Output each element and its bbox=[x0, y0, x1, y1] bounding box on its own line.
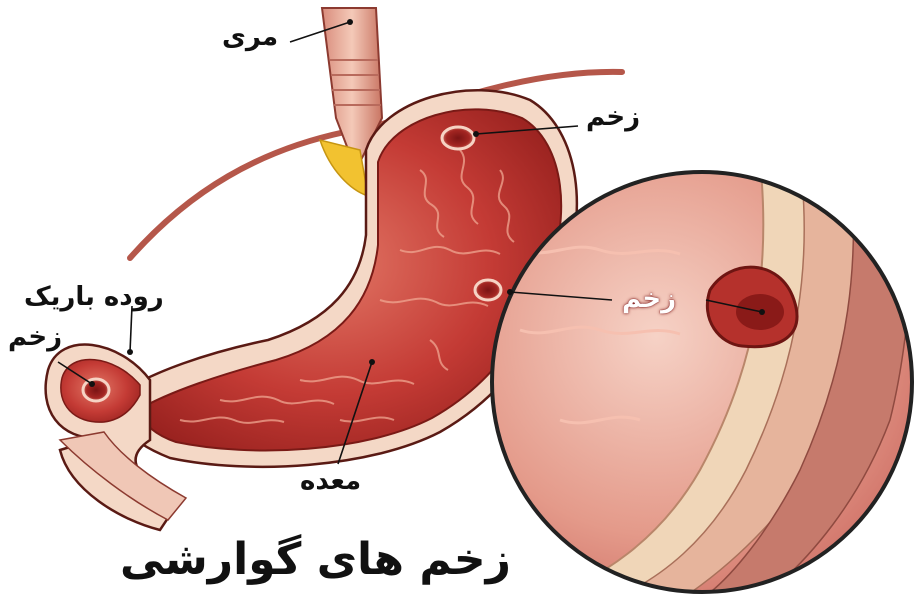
label-ulcer-top: زخم bbox=[586, 102, 640, 132]
ulcer-top-mark bbox=[442, 127, 474, 149]
label-small-intestine: روده باریک bbox=[24, 282, 164, 312]
ulcer-left-mark bbox=[83, 379, 109, 401]
label-esophagus: مری bbox=[222, 22, 278, 52]
diaphragm-left bbox=[130, 132, 345, 258]
label-ulcer-left: زخم bbox=[8, 322, 62, 352]
label-stomach: معده bbox=[300, 466, 361, 496]
page-title: زخم های گوارشی bbox=[120, 534, 511, 585]
leader-small-intestine bbox=[130, 306, 132, 352]
ulcer-middle-mark bbox=[475, 280, 501, 300]
label-ulcer-middle: زخم bbox=[622, 284, 676, 314]
